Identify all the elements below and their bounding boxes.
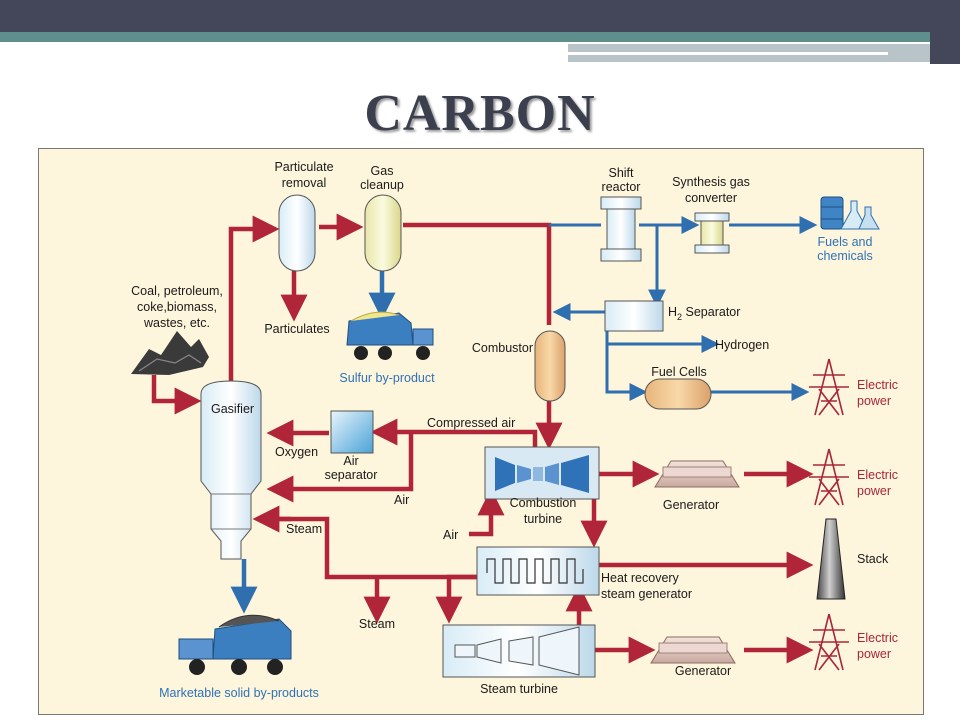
solid-byproducts-truck-icon [178,614,292,675]
label-steam-turbine: Steam turbine [480,682,558,696]
label-feedstock: Coal, petroleum,coke,biomass,wastes, etc… [131,284,223,330]
sulfur-truck-icon [346,311,434,360]
fuel-cells-unit [644,378,712,410]
fuel-barrel-icon [820,196,844,230]
transmission-tower-icon-2 [809,448,849,506]
label-fuel-cells: Fuel Cells [651,365,707,379]
synthesis-gas-converter [694,212,730,254]
combustion-turbine [484,446,600,500]
transmission-tower-icon-3 [809,613,849,671]
label-combustor: Combustor [472,341,533,355]
decor-line [568,52,888,55]
label-compressed-air: Compressed air [427,416,515,430]
label-gasifier: Gasifier [211,402,254,416]
gas-cleanup-vessel [364,194,402,272]
label-sulfur-byproduct: Sulfur by-product [339,371,435,385]
gasifier-vessel [200,380,262,560]
label-air-2: Air [443,528,458,542]
label-generator-1: Generator [663,498,719,512]
combustor-vessel [534,330,566,402]
heat-recovery-steam-generator [476,546,600,596]
label-generator-2: Generator [675,664,731,678]
top-bar-accent [930,0,960,64]
teal-band [0,32,930,42]
slide-title: CARBON [364,85,596,142]
label-stack: Stack [857,552,889,566]
label-marketable-byproducts: Marketable solid by-products [159,686,319,700]
particulate-removal-vessel [278,194,316,272]
h2-separator-box [604,300,664,332]
coal-pile-icon [131,331,209,375]
label-h2-separator: H2 Separator [668,305,740,322]
blue-flow-lines [235,216,818,613]
label-oxygen: Oxygen [275,445,318,459]
label-steam-1: Steam [286,522,322,536]
label-hydrogen: Hydrogen [715,338,769,352]
transmission-tower-icon-1 [809,358,849,416]
steam-turbine [442,624,596,678]
generator-unit-top [654,460,740,488]
label-steam-2: Steam [359,617,395,631]
label-particulates: Particulates [264,322,329,336]
shift-reactor [600,196,642,262]
top-bar [0,0,960,32]
air-separator-box [330,410,374,454]
flask-icon [840,200,880,230]
stack-chimney [816,518,846,600]
blue-thick-flows [230,271,396,614]
generator-unit-bottom [650,636,736,664]
label-air-1: Air [394,493,409,507]
